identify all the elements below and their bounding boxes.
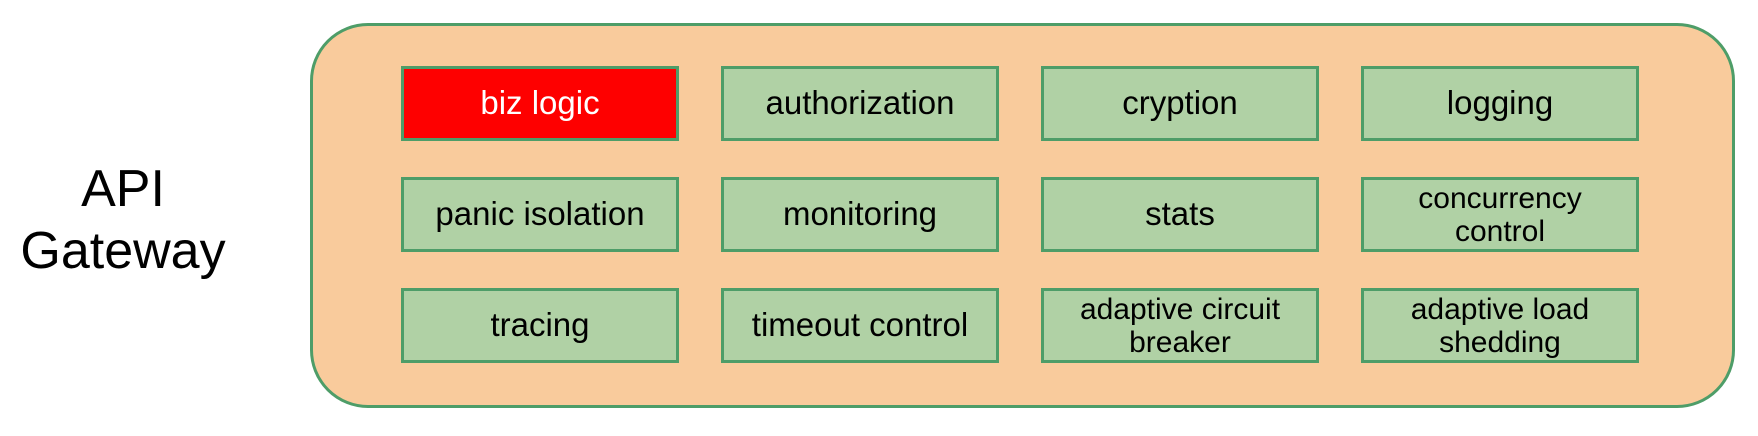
feature-box-timeout-control: timeout control	[721, 288, 999, 363]
feature-box-logging: logging	[1361, 66, 1639, 141]
feature-box-tracing: tracing	[401, 288, 679, 363]
feature-box-panic-isolation: panic isolation	[401, 177, 679, 252]
feature-box-adaptive-circuit-breaker: adaptive circuit breaker	[1041, 288, 1319, 363]
feature-box-authorization: authorization	[721, 66, 999, 141]
feature-box-monitoring: monitoring	[721, 177, 999, 252]
api-gateway-label: API Gateway	[20, 160, 226, 280]
feature-grid: biz logic authorization cryption logging pan…	[401, 66, 1639, 363]
feature-box-biz-logic: biz logic	[401, 66, 679, 141]
feature-box-cryption: cryption	[1041, 66, 1319, 141]
api-gateway-container: biz logic authorization cryption logging pan…	[310, 23, 1735, 408]
feature-box-concurrency-control: concurrency control	[1361, 177, 1639, 252]
feature-box-adaptive-load-shedding: adaptive load shedding	[1361, 288, 1639, 363]
feature-box-stats: stats	[1041, 177, 1319, 252]
